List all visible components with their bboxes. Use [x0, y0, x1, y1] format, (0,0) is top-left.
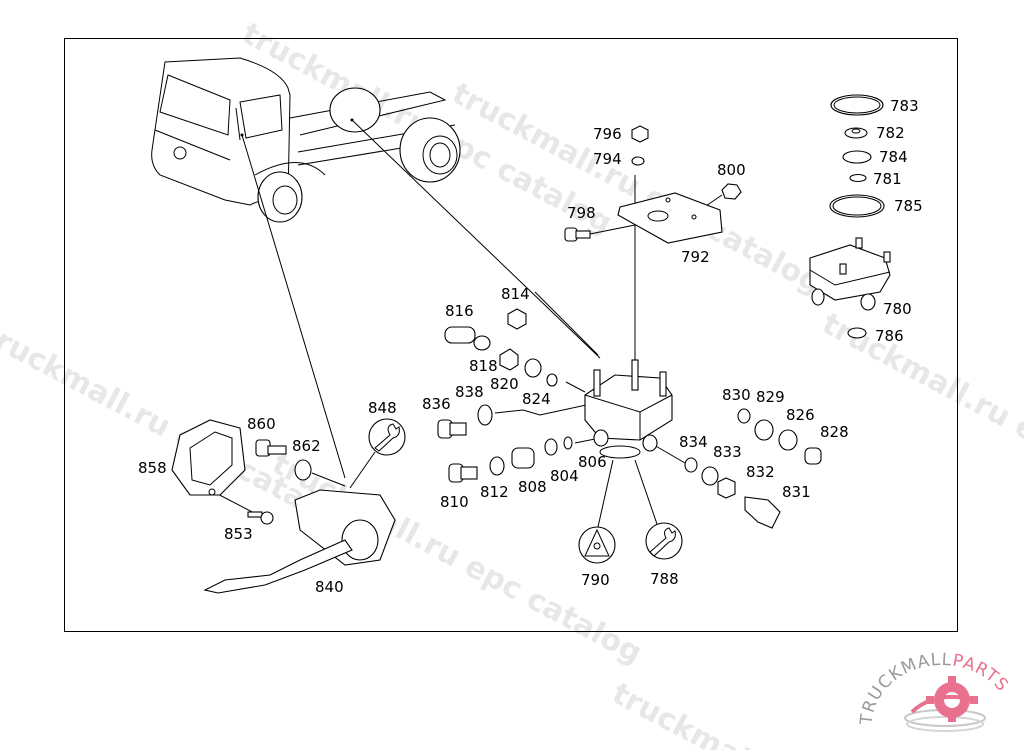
part-label: 858 — [138, 459, 167, 477]
washer-833 — [701, 466, 719, 486]
part-label: 831 — [782, 483, 811, 501]
part-label: 840 — [315, 578, 344, 596]
part-label: 829 — [756, 388, 785, 406]
seal-812 — [489, 456, 505, 476]
tee-fitting-816 — [444, 326, 476, 344]
part-label: 792 — [681, 248, 710, 266]
part-label: 820 — [490, 375, 519, 393]
part-label: 833 — [713, 443, 742, 461]
truckmall-parts-logo: TRUCKMALLPARTS — [857, 650, 1013, 732]
logo-text: TRUCKMALLPARTS — [857, 650, 1013, 727]
tool-symbol-788 — [645, 522, 683, 560]
part-label: 786 — [875, 327, 904, 345]
relay-valve-780 — [809, 237, 891, 311]
washer-820 — [524, 358, 542, 378]
washer-804 — [544, 438, 558, 456]
part-label: 838 — [455, 383, 484, 401]
part-label: 790 — [581, 571, 610, 589]
leader-lines — [209, 119, 723, 528]
nut-796 — [631, 125, 649, 143]
part-label: 848 — [368, 399, 397, 417]
fitting-814 — [507, 308, 527, 330]
bracket-792 — [617, 192, 723, 244]
part-label: 785 — [894, 197, 923, 215]
logo-text-main: TRUCKMALL — [857, 650, 953, 727]
part-label: 808 — [518, 478, 547, 496]
washer-862 — [294, 459, 312, 481]
part-label: 782 — [876, 124, 905, 142]
truck-illustration — [151, 57, 461, 223]
part-label: 828 — [820, 423, 849, 441]
tool-symbol-848 — [368, 418, 406, 456]
part-label: 798 — [567, 204, 596, 222]
part-label: 860 — [247, 415, 276, 433]
washer-829 — [754, 419, 774, 441]
o-ring-830 — [737, 408, 751, 424]
part-label: 824 — [522, 390, 551, 408]
washer-794 — [631, 156, 645, 166]
part-label: 800 — [717, 161, 746, 179]
part-label: 784 — [879, 148, 908, 166]
part-label: 816 — [445, 302, 474, 320]
part-label: 834 — [679, 433, 708, 451]
part-label: 826 — [786, 406, 815, 424]
part-label: 780 — [883, 300, 912, 318]
o-ring-781 — [849, 173, 867, 183]
tool-symbol-790 — [578, 526, 616, 564]
nut-832 — [717, 477, 736, 499]
fitting-parts-right — [684, 408, 822, 529]
part-label: 783 — [890, 97, 919, 115]
o-ring-834 — [684, 457, 698, 473]
wrench-icon — [649, 527, 676, 557]
seal-set — [829, 94, 885, 339]
seal-838 — [477, 404, 493, 426]
watermark-text: truckmall.ru epc catalog — [606, 676, 987, 750]
hand-brake-assembly — [171, 419, 396, 594]
part-label: 836 — [422, 395, 451, 413]
part-label: 796 — [593, 125, 622, 143]
part-label: 862 — [292, 437, 321, 455]
nut-818 — [499, 348, 519, 371]
part-label: 781 — [873, 170, 902, 188]
part-label: 810 — [440, 493, 469, 511]
o-ring-806 — [563, 436, 573, 450]
plug-828 — [804, 447, 822, 465]
o-ring-784 — [842, 150, 872, 164]
bracket-assembly — [564, 125, 742, 244]
diagram-frame — [64, 38, 958, 632]
part-label: 794 — [593, 150, 622, 168]
part-label: 812 — [480, 483, 509, 501]
triangle-flange-icon — [584, 528, 610, 557]
o-ring-824 — [546, 373, 558, 387]
washer-826 — [778, 429, 798, 451]
fitting-808 — [511, 447, 535, 469]
part-label: 853 — [224, 525, 253, 543]
part-label: 806 — [578, 453, 607, 471]
hand-brake-valve-840 — [294, 489, 396, 566]
washer-786 — [847, 327, 867, 339]
part-label: 788 — [650, 570, 679, 588]
valve-body — [584, 359, 673, 459]
bolt-798 — [564, 227, 578, 242]
o-ring-785 — [829, 194, 885, 218]
screw-853 — [247, 511, 263, 518]
part-label: 814 — [501, 285, 530, 303]
nut-800 — [721, 183, 742, 200]
part-label: 804 — [550, 467, 579, 485]
part-label: 830 — [722, 386, 751, 404]
part-label: 832 — [746, 463, 775, 481]
watermark-text: truckmall.ru epc catalog — [816, 306, 1024, 531]
part-label: 818 — [469, 357, 498, 375]
elbow-831 — [744, 496, 781, 529]
part-labels: 783 782 784 781 785 780 786 796 794 800 … — [138, 97, 923, 596]
fitting-parts — [437, 308, 573, 483]
o-ring-783 — [830, 94, 884, 116]
wrench-icon — [374, 423, 400, 452]
gasket-858 — [171, 419, 246, 496]
